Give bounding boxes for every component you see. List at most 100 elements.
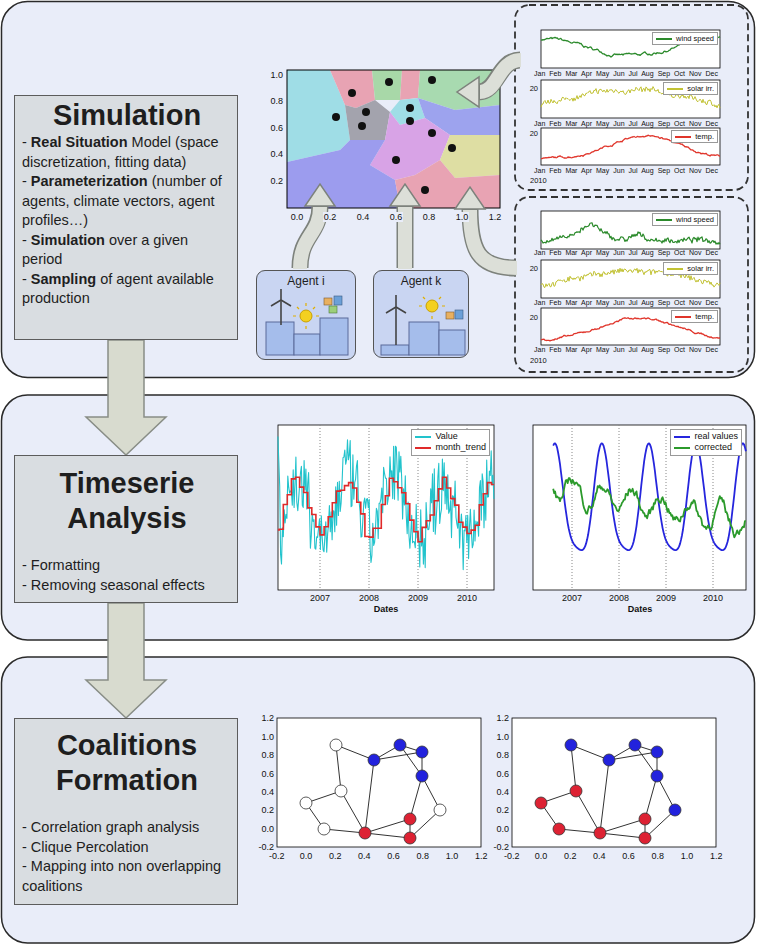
agent-fill [256, 270, 356, 360]
dot [406, 104, 414, 112]
dot [332, 113, 340, 121]
grid-line [572, 425, 573, 590]
axis-label: 1.0 [262, 732, 275, 742]
axis-label: 1.2 [710, 851, 723, 861]
legend-sample [415, 447, 431, 449]
bullet-text: - Formatting [22, 556, 232, 576]
axis-label: 0.8 [417, 851, 430, 861]
legend-sample [675, 136, 691, 138]
axis-label: 0.6 [270, 123, 285, 133]
dot [421, 186, 429, 194]
axis-label: Jan Feb Mar Apr May Jun Jul Aug Sep Oct … [534, 120, 718, 128]
graph-edge [645, 776, 657, 819]
box-title: Coalitions Formation [22, 728, 232, 798]
graph-vertex [359, 827, 371, 839]
axis-label: 0.2 [564, 851, 577, 861]
graph-vertex [565, 739, 577, 751]
axis-label: 1.0 [270, 70, 285, 80]
production-bar [266, 322, 294, 355]
axis-label: 0.2 [497, 805, 510, 815]
sun-rays [293, 303, 319, 329]
turbine-mast [395, 307, 397, 345]
arrow-head [455, 187, 485, 209]
graph-vertex [535, 797, 547, 809]
legend-row: real values [674, 431, 738, 442]
production-bar [294, 334, 320, 355]
graph-edge [600, 833, 645, 838]
bullet-text: - Parameterization (number of agents, cl… [22, 172, 232, 231]
axis-label: 0.6 [497, 769, 510, 779]
panel [2, 2, 755, 378]
box-title: Simulation [22, 98, 232, 133]
axis-label: 2009 [656, 593, 676, 603]
curved-arrows [300, 60, 521, 269]
production-bar [439, 330, 465, 355]
graph-vertex [416, 746, 428, 758]
graph-vertex [330, 739, 342, 751]
legend-text: temp. [695, 132, 714, 141]
axis-label: 20 [530, 265, 538, 274]
legend-row: temp. [675, 132, 714, 141]
sun [300, 310, 312, 322]
graph-vertex [651, 770, 663, 782]
legend-box: wind speed [652, 32, 718, 45]
dashed-group [515, 5, 748, 190]
axis-label: 0.4 [497, 787, 510, 797]
legend-sample [656, 38, 672, 40]
load-icon [334, 296, 342, 305]
bullet-text: - Correlation graph analysis [22, 818, 232, 838]
axis-label: 0.8 [262, 750, 275, 760]
legend-sample [667, 268, 683, 270]
graph-vertex [335, 785, 347, 797]
legend-row: solar irr. [667, 264, 714, 273]
legend-box: temp. [671, 310, 718, 323]
graph-vertex [570, 785, 582, 797]
subplot-frame [541, 211, 720, 249]
arrow-outline [478, 60, 520, 92]
bold-term: Real Situation [31, 134, 128, 150]
axis-label: 20 [530, 314, 538, 323]
axis-label: 0.4 [356, 212, 371, 222]
legend-text: wind speed [676, 34, 714, 43]
graph-edge [410, 776, 422, 819]
axis-label: Dates [374, 604, 399, 614]
axis-label: Jan Feb Mar Apr May Jun Jul Aug Sep Oct … [534, 70, 718, 78]
legend-row: temp. [675, 312, 714, 321]
graph-vertex [669, 804, 681, 816]
agent-dots [321, 76, 456, 204]
axis-label: 0.8 [270, 96, 285, 106]
graph-edge [576, 791, 600, 833]
load-icon [329, 306, 337, 313]
axis-label: 2007 [562, 593, 582, 603]
legend-text: solar irr. [687, 264, 714, 273]
legend-box: solar irr. [663, 82, 718, 95]
axis-label: 2009 [408, 593, 428, 603]
agent-box: Agent k [373, 270, 469, 358]
arrow-body [480, 60, 521, 92]
legend-row: Value [415, 431, 486, 442]
chart-frame [533, 425, 746, 590]
bullet-text: - Mapping into non overlapping coalition… [22, 857, 232, 896]
axis-label: 0.8 [652, 851, 665, 861]
axis-label: 0.0 [535, 851, 548, 861]
dot [385, 78, 393, 86]
dot [362, 108, 370, 116]
legend-sample [656, 219, 672, 221]
legend-row: month_trend [415, 442, 486, 453]
subplot-frame [541, 80, 720, 118]
legend-box: solar irr. [663, 262, 718, 275]
region [330, 70, 375, 108]
bold-term: Simulation [31, 232, 105, 248]
dot [348, 89, 356, 97]
sun [426, 300, 438, 312]
arrow-head [390, 184, 420, 206]
graph-edge [600, 760, 609, 833]
legend-box: Valuemonth_trend [411, 429, 490, 456]
subplot-frame [541, 260, 720, 298]
legend-sample [667, 88, 683, 90]
arrow-body [470, 210, 517, 268]
legend-text: corrected [694, 442, 732, 453]
legend-sample [675, 316, 691, 318]
axis-label: 0.8 [422, 212, 437, 222]
